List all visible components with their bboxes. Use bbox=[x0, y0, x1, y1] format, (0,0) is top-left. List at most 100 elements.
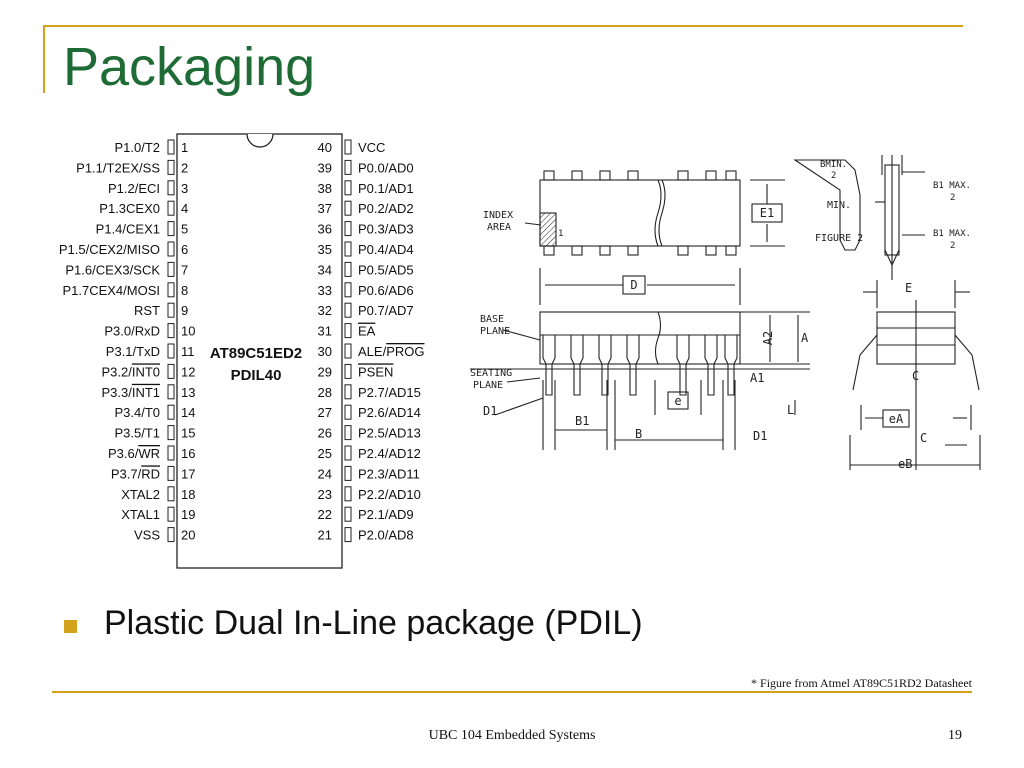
bottom-pin bbox=[627, 245, 639, 256]
seating-plane-label-1: SEATING bbox=[470, 368, 512, 379]
pin-number: 1 bbox=[181, 140, 188, 155]
pin-number: 33 bbox=[318, 283, 332, 298]
index-area-label-1: INDEX bbox=[483, 210, 513, 221]
pin-label: P0.0/AD0 bbox=[358, 160, 414, 175]
pin-label: XTAL1 bbox=[121, 507, 160, 522]
pin-lead bbox=[167, 139, 175, 155]
base-plane-label-2: PLANE bbox=[480, 326, 510, 337]
e1-label: E1 bbox=[760, 206, 774, 220]
pin-label: P2.5/AD13 bbox=[358, 426, 421, 441]
top-pin bbox=[725, 170, 737, 181]
chip-name: AT89C51ED2 bbox=[210, 345, 302, 362]
pin-lead bbox=[167, 221, 175, 237]
bullet-marker bbox=[64, 620, 77, 633]
pin-lead bbox=[344, 404, 352, 420]
pin-number: 15 bbox=[181, 426, 195, 441]
pin-number: 22 bbox=[318, 507, 332, 522]
side-lead bbox=[542, 335, 556, 396]
min-label: MIN. bbox=[827, 200, 851, 211]
bullet-text: Plastic Dual In-Line package (PDIL) bbox=[104, 604, 643, 642]
pin-label: PSEN bbox=[358, 364, 393, 379]
pin-label: P0.2/AD2 bbox=[358, 201, 414, 216]
left-pin-9: RST 9 bbox=[134, 302, 188, 318]
b1-label: B1 bbox=[575, 414, 589, 428]
pin-lead bbox=[344, 180, 352, 196]
pin-number: 11 bbox=[181, 344, 195, 359]
pin-lead bbox=[167, 527, 175, 543]
base-plane-label-1: BASE bbox=[480, 314, 504, 325]
pin-number: 28 bbox=[318, 385, 332, 400]
pin-label: P0.7/AD7 bbox=[358, 303, 414, 318]
pin-lead bbox=[344, 302, 352, 318]
pin-number: 12 bbox=[181, 364, 195, 379]
pin-lead bbox=[167, 159, 175, 175]
pin-lead bbox=[167, 241, 175, 257]
pin-number: 30 bbox=[318, 344, 332, 359]
pin-lead bbox=[167, 486, 175, 502]
pin-lead bbox=[167, 261, 175, 277]
pin-label: XTAL2 bbox=[121, 487, 160, 502]
pin-lead bbox=[344, 139, 352, 155]
pin-number: 9 bbox=[181, 303, 188, 318]
c-lead-label: C bbox=[920, 431, 927, 445]
top-pin bbox=[677, 170, 689, 181]
right-pin-22: 22 P2.1/AD9 bbox=[318, 506, 414, 522]
pin-number: 17 bbox=[181, 466, 195, 481]
b1max-bottom-label: B1 MAX. bbox=[933, 229, 971, 239]
pin-lead bbox=[344, 465, 352, 481]
chip-package-name: PDIL40 bbox=[231, 367, 282, 384]
pin-label: P1.4/CEX1 bbox=[96, 222, 160, 237]
pin-label: P3.3/INT1 bbox=[101, 385, 160, 400]
pin-number: 3 bbox=[181, 181, 188, 196]
pin-number: 20 bbox=[181, 528, 195, 543]
pin-number: 25 bbox=[318, 446, 332, 461]
pin-label: P2.1/AD9 bbox=[358, 507, 414, 522]
pin-lead bbox=[167, 343, 175, 359]
pin-label: P1.7CEX4/MOSI bbox=[62, 283, 160, 298]
pin-label: P3.5/T1 bbox=[114, 426, 160, 441]
pin-lead bbox=[344, 527, 352, 543]
footer-text: UBC 104 Embedded Systems bbox=[428, 728, 596, 743]
pin-lead bbox=[344, 445, 352, 461]
pin-label: RST bbox=[134, 303, 160, 318]
pin-label: ALE/PROG bbox=[358, 344, 425, 359]
pin-number: 39 bbox=[318, 160, 332, 175]
package-drawing: INDEX AREA 1 E1 D BASE PLANE SEATING PLA… bbox=[470, 155, 981, 471]
pin-lead bbox=[167, 302, 175, 318]
pin-label: P3.2/INT0 bbox=[101, 364, 160, 379]
left-rule bbox=[43, 25, 45, 93]
pin-lead bbox=[167, 200, 175, 216]
side-view-body bbox=[539, 311, 741, 365]
bottom-pin bbox=[677, 245, 689, 256]
side-lead bbox=[570, 335, 584, 396]
pin-lead bbox=[344, 261, 352, 277]
pin-lead bbox=[167, 384, 175, 400]
pin-label: P2.2/AD10 bbox=[358, 487, 421, 502]
pin-label: EA bbox=[358, 324, 376, 339]
side-lead bbox=[724, 335, 738, 396]
pin-label: P1.1/T2EX/SS bbox=[76, 160, 160, 175]
d1-right-label: D1 bbox=[753, 429, 767, 443]
d-label: D bbox=[630, 278, 637, 292]
